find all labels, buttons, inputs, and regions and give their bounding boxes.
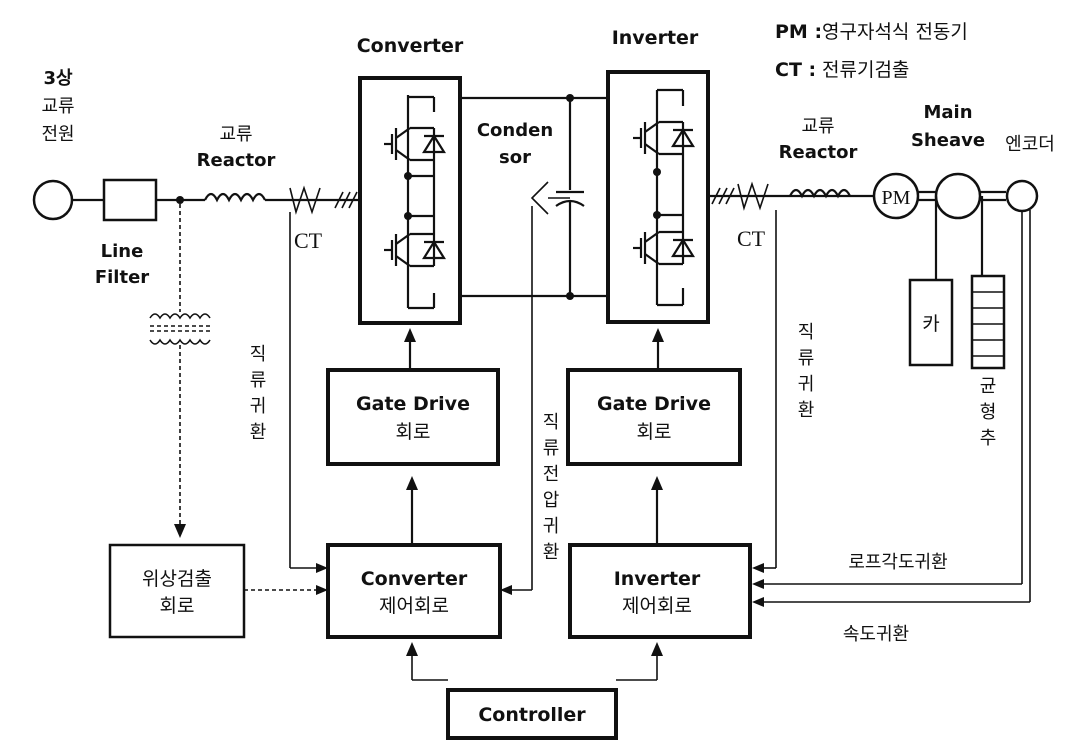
dc-fb-right-1: 직 [798,322,815,343]
phase-detect-label-2: 회로 [160,595,195,617]
dc-fb-right-2: 류 [798,348,815,369]
line-filter-block [102,178,158,222]
dc-volt-fb-2: 류 [543,438,560,459]
legend-pm-key: PM : [775,21,822,43]
gate-drive-left-label-2: 회로 [396,421,431,443]
counterweight-label-1: 균 [980,376,997,397]
ct-right-icon [737,181,769,211]
encoder-label: 엔코더 [1005,134,1055,155]
gate-drive-right-label-2: 회로 [637,421,672,443]
reactor-right-coil-icon [789,188,851,199]
dc-fb-left-3: 귀 [250,396,267,417]
legend-pm-desc: 영구자석식 전동기 [822,21,968,43]
phase-detect-block [108,543,246,639]
counterweight-label-3: 추 [980,428,997,449]
gate-drive-right-label-1: Gate Drive [597,393,711,415]
ct-left-label: CT [294,228,323,253]
main-sheave-label-2: Sheave [911,130,985,151]
legend-ct-key: CT : [775,59,816,81]
dc-fb-right-3: 귀 [798,374,815,395]
dc-fb-right-4: 환 [798,400,815,421]
controller-block [446,688,618,740]
dc-volt-fb-4: 압 [543,490,560,511]
dc-volt-fb-1: 직 [543,412,560,433]
controller-label: Controller [478,704,586,726]
counterweight-block [970,274,1006,370]
ct-left-icon [289,185,321,215]
pm-motor-icon [872,172,920,220]
dc-volt-fb-3: 전 [543,464,560,485]
main-sheave-icon [934,172,982,220]
encoder-icon [1005,179,1039,213]
converter-block [358,76,462,325]
inverter-control-label-1: Inverter [614,568,701,590]
ct-right-label: CT [737,226,766,251]
dc-fb-left-1: 직 [250,344,267,365]
line-filter-label-2: Filter [95,267,149,288]
source-label-2: 교류 [41,96,74,117]
converter-control-label-2: 제어회로 [379,595,449,617]
dc-fb-left-4: 환 [250,422,267,443]
reactor-right-label-1: 교류 [801,116,834,137]
reactor-left-label-2: Reactor [197,150,276,171]
condensor-label-1: Conden [477,120,553,141]
source-label-1: 3상 [43,68,73,89]
dc-volt-fb-5: 귀 [543,516,560,537]
line-filter-label-1: Line [101,241,144,262]
reactor-right-label-2: Reactor [779,142,858,163]
main-sheave-label-1: Main [923,102,972,123]
dc-fb-left-2: 류 [250,370,267,391]
capacitor-plate-bottom [555,199,585,207]
reactor-left-coil-icon [204,192,266,203]
dc-volt-fb-6: 환 [543,542,560,563]
phase-detect-label-1: 위상검출 [142,568,212,590]
gate-drive-left-block [326,368,500,466]
pm-motor-label: PM [882,187,911,209]
converter-title: Converter [357,35,464,57]
car-block [908,278,954,367]
converter-control-block [326,543,502,639]
condensor-label-2: sor [499,147,531,168]
speed-fb-label: 속도귀환 [843,624,909,645]
gate-drive-left-label-1: Gate Drive [356,393,470,415]
source-label-3: 전원 [41,124,74,145]
transformer-secondary-icon [149,338,211,345]
inverter-control-label-2: 제어회로 [622,595,692,617]
rope-angle-fb-label: 로프각도귀환 [848,552,947,573]
legend-ct-desc: 전류기검출 [822,59,909,81]
gate-drive-right-block [566,368,742,466]
transformer-primary-icon [149,313,211,320]
car-label: 카 [922,313,939,335]
inverter-title: Inverter [612,27,699,49]
converter-control-label-1: Converter [361,568,468,590]
counterweight-label-2: 형 [980,402,997,423]
ac-source-icon [32,179,74,221]
inverter-control-block [568,543,752,639]
reactor-left-label-1: 교류 [219,124,252,145]
